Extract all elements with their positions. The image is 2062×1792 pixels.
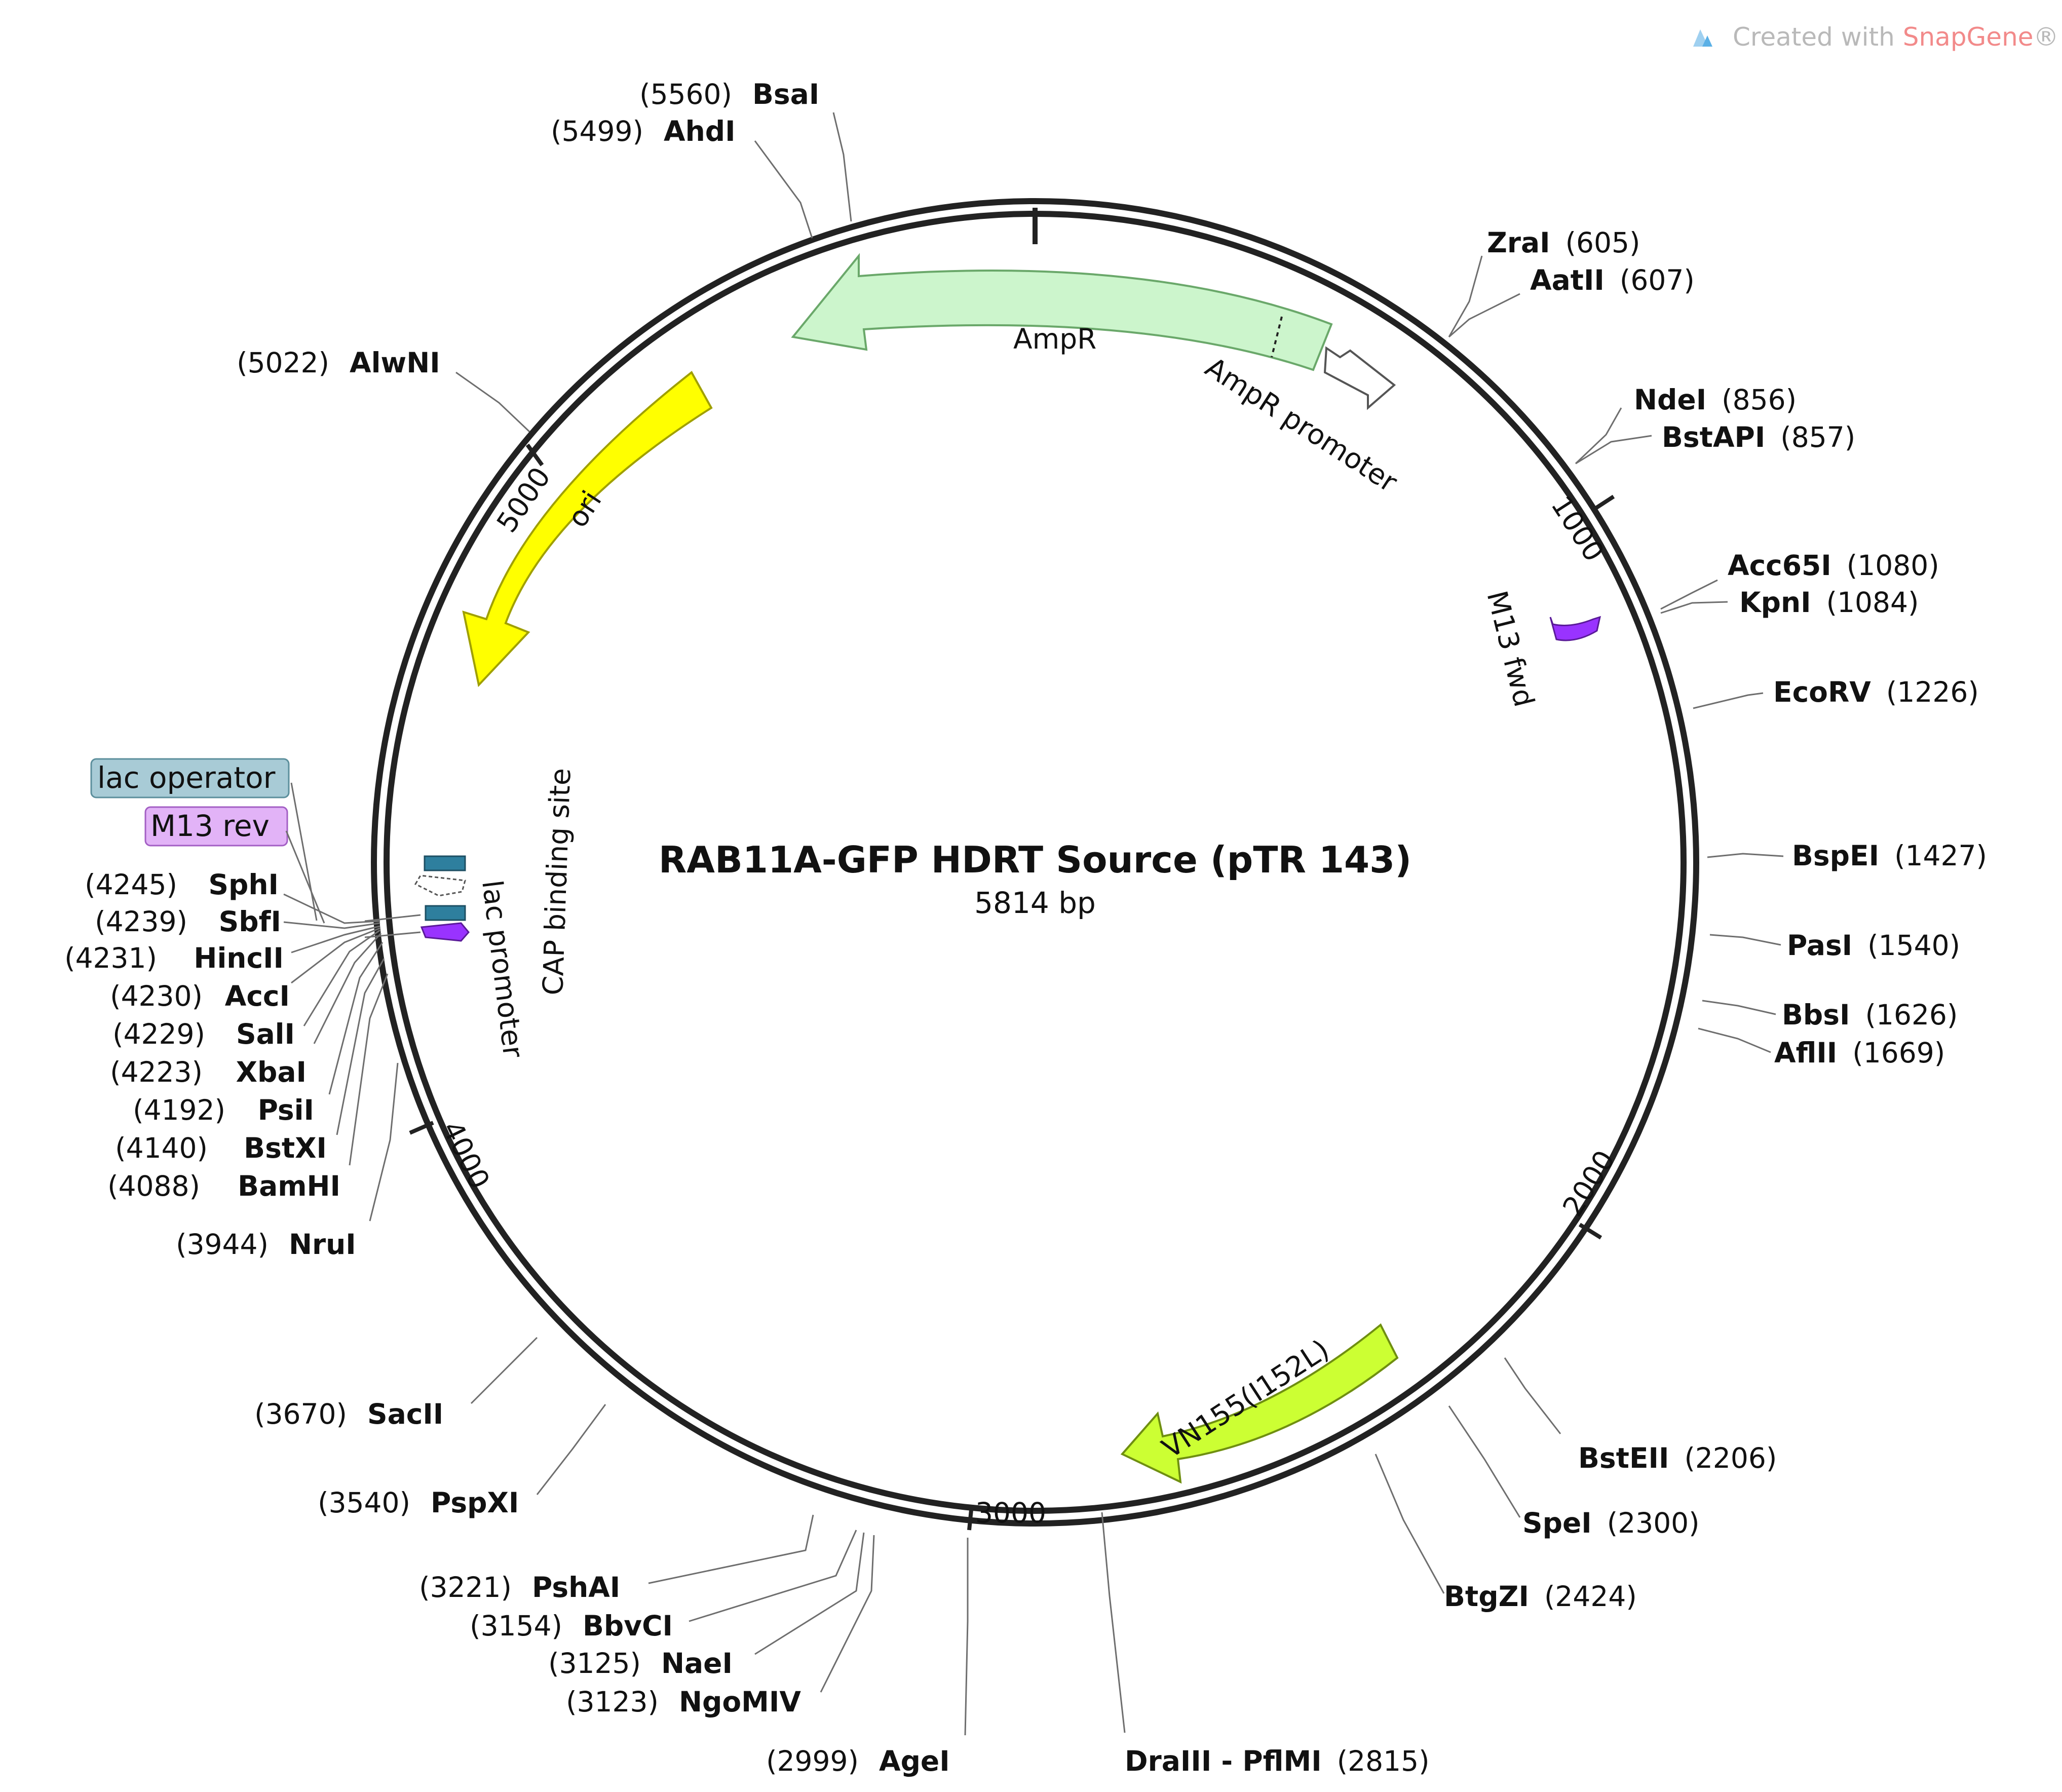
- feature-lac-promoter-label: lac promoter: [476, 879, 529, 1059]
- site-pos-acci: (4230): [110, 980, 203, 1012]
- site-name-bamhi[interactable]: BamHI: [238, 1170, 340, 1202]
- feature-lac-operator-label: lac operator: [97, 760, 276, 795]
- site-name-alwni[interactable]: AlwNI: [350, 347, 440, 379]
- site-pos-sbfi: (4239): [95, 905, 187, 938]
- site-pos-sali: (4229): [112, 1018, 205, 1050]
- feature-lac-operator-box[interactable]: [425, 905, 466, 921]
- site-pos-hincii: (4231): [64, 942, 157, 974]
- feature-m13-fwd-label: M13 fwd: [1480, 588, 1541, 710]
- backbone-outer-ring: [371, 198, 1699, 1527]
- sites-left: (5560) BsaI (5499) AhdI (5022) AlwNI Sph…: [64, 78, 950, 1777]
- tick-mark-4000: [409, 1121, 434, 1135]
- site-pos-sphi: (4245): [85, 868, 177, 901]
- map-title: RAB11A-GFP HDRT Source (pTR 143): [659, 838, 1411, 881]
- site-label-acc65i[interactable]: Acc65I(1080): [1728, 549, 1939, 582]
- site-label-bsteii[interactable]: BstEII(2206): [1578, 1442, 1777, 1474]
- site-label-zrai[interactable]: ZraI(605): [1487, 226, 1640, 259]
- site-pos-bstxi: (4140): [115, 1132, 208, 1164]
- ampr-promoter-boundary: [1271, 316, 1283, 358]
- site-label-ecorv[interactable]: EcoRV(1226): [1773, 676, 1979, 708]
- site-name-sbfi[interactable]: SbfI: [219, 905, 281, 938]
- snapgene-watermark: Created with SnapGene®: [1693, 22, 2059, 52]
- m13-rev-label-box: [144, 806, 288, 847]
- feature-m13-fwd-arrow[interactable]: [1549, 616, 1601, 641]
- site-pos-ngomiv: (3123): [566, 1686, 659, 1718]
- site-name-nrui[interactable]: NruI: [289, 1228, 356, 1261]
- feature-cap-binding-site-label: CAP binding site: [537, 768, 577, 996]
- site-name-ahdi[interactable]: AhdI: [664, 115, 736, 147]
- feature-ori-arrow[interactable]: [462, 370, 713, 688]
- leader-lines-right: [1101, 255, 1784, 1733]
- feature-ampr-arrow[interactable]: [791, 253, 1333, 371]
- site-name-pshai[interactable]: PshAI: [532, 1571, 620, 1604]
- site-label-aatii[interactable]: AatII(607): [1530, 264, 1695, 296]
- tick-label-3000: 3000: [975, 1497, 1046, 1529]
- tick-mark-3000: [967, 1504, 974, 1531]
- map-size: 5814 bp: [974, 886, 1096, 920]
- sites-right: ZraI(605) AatII(607) NdeI(856) BstAPI(85…: [1125, 226, 1987, 1777]
- site-label-ndei[interactable]: NdeI(856): [1634, 384, 1797, 416]
- feature-m13-rev-label: M13 rev: [150, 809, 270, 843]
- site-name-ngomiv[interactable]: NgoMIV: [679, 1686, 801, 1718]
- site-label-btgzi[interactable]: BtgZI(2424): [1444, 1580, 1637, 1613]
- site-label-bspei[interactable]: BspEI(1427): [1792, 840, 1987, 872]
- leader-lines-left: [283, 112, 969, 1736]
- site-label-bstapi[interactable]: BstAPI(857): [1662, 421, 1855, 453]
- site-pos-bamhi: (4088): [107, 1170, 200, 1202]
- site-label-spei[interactable]: SpeI(2300): [1522, 1507, 1700, 1539]
- lac-operator-connector: [364, 914, 421, 922]
- snapgene-logo-icon: [1693, 29, 1712, 47]
- tick-mark-2000: [1578, 1223, 1602, 1240]
- site-pos-sacii: (3670): [254, 1398, 347, 1430]
- site-name-acci[interactable]: AccI: [225, 980, 290, 1012]
- site-pos-psii: (4192): [133, 1094, 225, 1126]
- tick-label-1000: 1000: [1545, 490, 1611, 567]
- site-label-kpni[interactable]: KpnI(1084): [1739, 586, 1919, 619]
- site-name-psii[interactable]: PsiI: [258, 1094, 314, 1126]
- site-pos-naei: (3125): [548, 1647, 641, 1680]
- site-name-agei[interactable]: AgeI: [879, 1745, 950, 1777]
- site-name-sacii[interactable]: SacII: [367, 1398, 443, 1430]
- site-pos-alwni: (5022): [237, 347, 329, 379]
- feature-vn155-arrow[interactable]: [1120, 1323, 1399, 1484]
- site-name-sali[interactable]: SalI: [236, 1018, 295, 1050]
- lac-operator-label-box: [90, 758, 290, 798]
- backbone: [371, 198, 1699, 1527]
- site-pos-bsai: (5560): [639, 78, 732, 110]
- m13-rev-leader-line: [285, 830, 325, 924]
- site-pos-nrui: (3944): [176, 1228, 269, 1261]
- site-pos-pshai: (3221): [419, 1571, 512, 1604]
- site-name-xbai[interactable]: XbaI: [236, 1056, 307, 1088]
- site-label-bbsi[interactable]: BbsI(1626): [1782, 999, 1958, 1031]
- tick-mark-5000: [525, 443, 544, 467]
- site-pos-xbai: (4223): [110, 1056, 203, 1088]
- site-label-draiii-pflmi[interactable]: DraIII - PflMI(2815): [1125, 1745, 1430, 1777]
- m13-rev-connector: [364, 931, 421, 938]
- feature-lac-promoter-arrow[interactable]: [414, 874, 466, 897]
- site-pos-ahdi: (5499): [551, 115, 643, 147]
- tick-mark-1000: [1590, 494, 1615, 513]
- site-label-aflii[interactable]: AflII(1669): [1774, 1037, 1945, 1069]
- site-name-naei[interactable]: NaeI: [661, 1647, 733, 1680]
- site-name-bbvci[interactable]: BbvCI: [583, 1610, 673, 1642]
- feature-ampr-label: AmpR: [1013, 323, 1096, 355]
- feature-m13-rev-arrow[interactable]: [420, 922, 470, 942]
- site-name-pspxi[interactable]: PspXI: [431, 1486, 519, 1519]
- site-name-bsai[interactable]: BsaI: [752, 78, 819, 110]
- site-name-sphi[interactable]: SphI: [208, 868, 279, 901]
- feature-ampr-promoter-arrow[interactable]: [1323, 346, 1396, 410]
- lac-operator-leader-line: [290, 782, 318, 921]
- site-name-hincii[interactable]: HincII: [194, 942, 284, 974]
- site-label-pasi[interactable]: PasI(1540): [1787, 929, 1960, 962]
- site-pos-pspxi: (3540): [318, 1486, 410, 1519]
- site-pos-agei: (2999): [766, 1745, 859, 1777]
- watermark-text: Created with SnapGene®: [1733, 22, 2059, 52]
- site-pos-bbvci: (3154): [470, 1610, 562, 1642]
- feature-cap-binding-site-box[interactable]: [424, 855, 466, 871]
- site-name-bstxi[interactable]: BstXI: [244, 1132, 327, 1164]
